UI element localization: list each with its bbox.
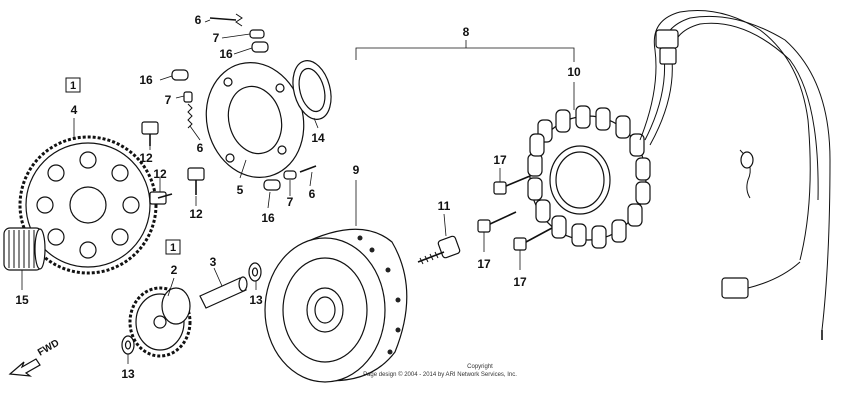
callout-6-mid: 6 [197, 141, 204, 155]
callout-4: 4 [71, 103, 78, 117]
callout-10: 10 [567, 65, 581, 79]
callout-6-top: 6 [195, 13, 202, 27]
callout-17-b: 17 [477, 257, 491, 271]
callout-13-a: 13 [121, 367, 135, 381]
callout-7-low: 7 [287, 195, 294, 209]
callout-11: 11 [438, 199, 451, 213]
bolts-12 [141, 121, 205, 205]
needle-bearing [3, 227, 46, 271]
callout-5: 5 [237, 183, 244, 197]
fwd-arrow: FWD [8, 338, 61, 377]
callout-3: 3 [210, 255, 217, 269]
callout-17-c: 17 [513, 275, 527, 289]
callout-2: 2 [171, 263, 178, 277]
reduction-gear-shaft [199, 276, 248, 309]
leader-lines [21, 19, 575, 364]
flywheel-rotor [264, 228, 408, 383]
callout-8: 8 [463, 25, 470, 39]
callout-16-c: 16 [261, 211, 275, 225]
callout-15: 15 [15, 293, 29, 307]
stator-wiring-harness [639, 9, 831, 340]
callout-16-b: 16 [139, 73, 153, 87]
callout-9: 9 [353, 163, 360, 177]
callout-13-b: 13 [249, 293, 263, 307]
callout-14: 14 [311, 131, 325, 145]
starter-clutch-outer [205, 62, 305, 178]
starter-driven-gear [18, 135, 158, 275]
stator [527, 105, 651, 249]
callout-1-top: 1 [70, 80, 76, 92]
rotor-bolt [417, 235, 461, 265]
spacer-ring [292, 60, 332, 120]
callout-12-a: 12 [139, 151, 153, 165]
washers-13 [121, 262, 262, 355]
callout-7-mid: 7 [165, 93, 172, 107]
callout-16-a: 16 [219, 47, 233, 61]
callout-7-top: 7 [213, 31, 220, 45]
boxed-callout-1-top: 1 [65, 77, 81, 93]
callout-6-low: 6 [309, 187, 316, 201]
copyright-line-1: Copyright [467, 364, 493, 370]
callout-1-mid: 1 [170, 242, 176, 254]
fwd-label: FWD [36, 338, 61, 359]
copyright-line-2: Page design © 2004 - 2014 by ARI Network… [363, 371, 517, 378]
starter-reduction-gear [128, 286, 192, 358]
boxed-callout-1-mid: 1 [165, 239, 181, 255]
callout-12-c: 12 [189, 207, 203, 221]
callout-17-a: 17 [493, 153, 507, 167]
callout-12-b: 12 [153, 167, 167, 181]
